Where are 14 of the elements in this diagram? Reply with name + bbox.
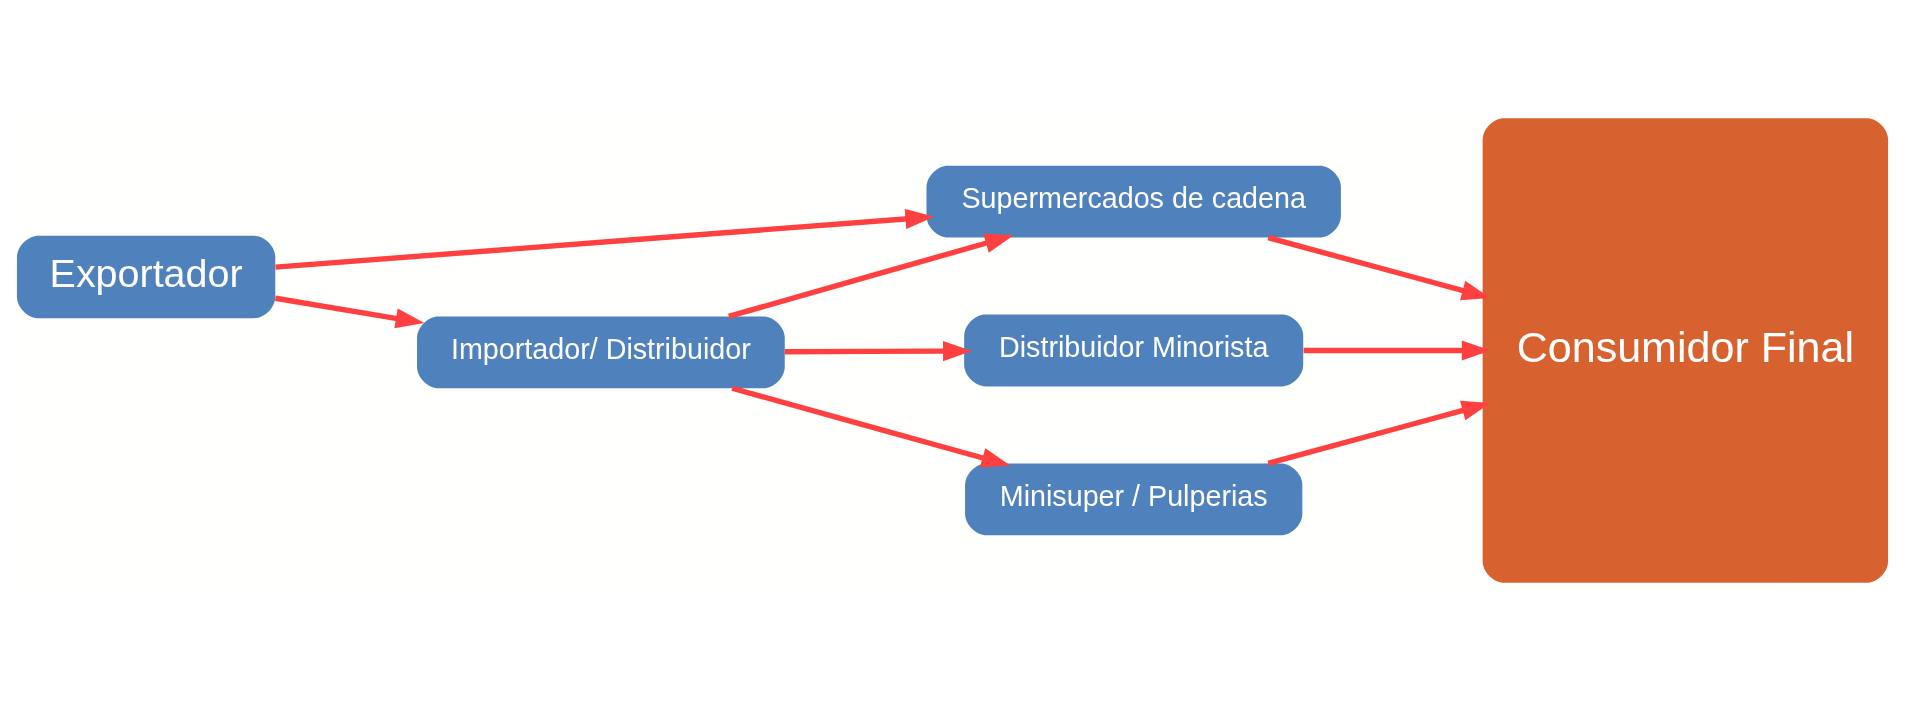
node-box: Consumidor Final bbox=[1482, 118, 1889, 583]
arrow bbox=[1267, 400, 1491, 466]
node-box: Supermercados de cadena bbox=[926, 165, 1341, 238]
arrow bbox=[275, 208, 935, 270]
arrow bbox=[1267, 235, 1491, 301]
arrow bbox=[784, 341, 972, 362]
arrow bbox=[1303, 340, 1491, 361]
arrow bbox=[728, 233, 1014, 319]
arrow bbox=[274, 295, 425, 329]
arrow bbox=[731, 385, 1011, 468]
node-box: Exportador bbox=[16, 235, 276, 319]
node-box: Importador/ Distribuidor bbox=[417, 316, 785, 389]
node-box: Distribuidor Minorista bbox=[964, 314, 1304, 387]
node-box: Minisuper / Pulperias bbox=[965, 463, 1303, 536]
